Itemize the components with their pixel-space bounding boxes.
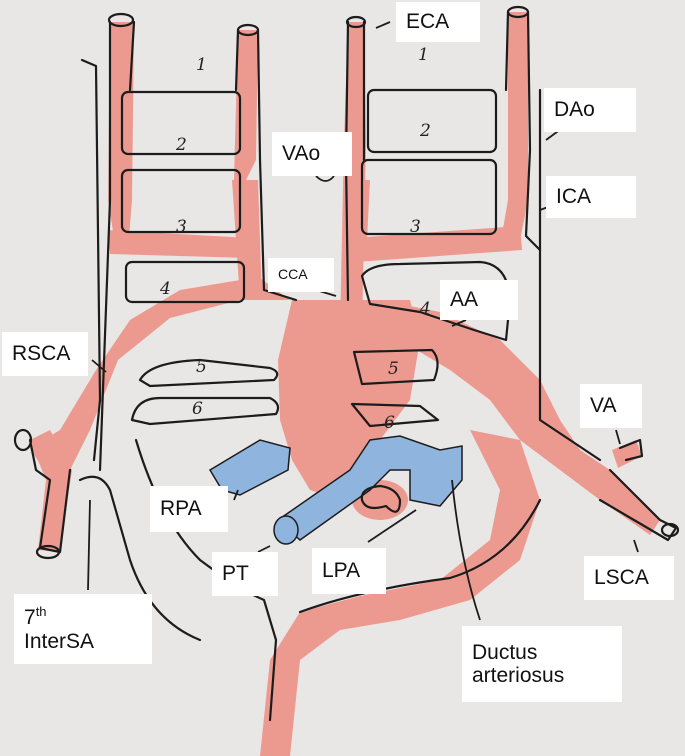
left-arch-number-1: 1 <box>196 55 207 75</box>
label-vao: VAo <box>272 132 352 176</box>
left-arch-number-4: 4 <box>159 279 171 299</box>
label-7th-intersa-line2: InterSA <box>24 629 95 653</box>
label-ductus-arteriosus: Ductus arteriosus <box>462 626 622 702</box>
left-arch-number-3: 3 <box>176 217 187 237</box>
label-pt: PT <box>212 552 278 596</box>
label-7th-intersa-line1: 7th <box>24 604 47 630</box>
right-arch-number-2: 2 <box>419 121 431 141</box>
label-7th-intersa: 7th InterSA <box>14 594 152 664</box>
arterial-tree <box>30 12 660 756</box>
label-ductus-line2: arteriosus <box>472 664 565 687</box>
right-arch-number-5: 5 <box>388 359 399 379</box>
left-arch-number-5: 5 <box>196 357 207 377</box>
right-arch-number-6: 6 <box>384 413 395 433</box>
right-arch-number-1: 1 <box>418 45 429 65</box>
label-cca: CCA <box>268 258 334 292</box>
label-ductus-line1: Ductus <box>472 640 538 664</box>
left-arch-number-2: 2 <box>175 135 187 155</box>
label-rpa: RPA <box>150 486 228 532</box>
label-lpa: LPA <box>312 548 386 594</box>
left-arch-number-6: 6 <box>192 399 203 419</box>
label-ica: ICA <box>546 176 636 218</box>
label-dao: DAo <box>544 88 636 132</box>
outlines <box>13 5 680 722</box>
label-aa: AA <box>440 280 518 320</box>
right-arch-number-3: 3 <box>410 217 421 237</box>
label-rsca: RSCA <box>2 332 88 376</box>
right-arch-number-4: 4 <box>419 299 431 319</box>
label-eca: ECA <box>396 2 480 42</box>
label-lsca: LSCA <box>584 556 674 600</box>
label-va: VA <box>580 384 642 428</box>
